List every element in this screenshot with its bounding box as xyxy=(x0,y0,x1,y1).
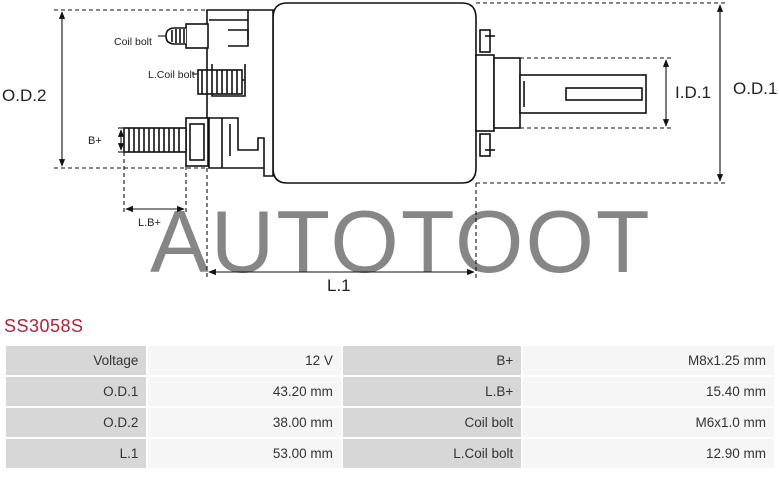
table-row: Voltage 12 V B+ M8x1.25 mm xyxy=(6,346,774,375)
solenoid-outline xyxy=(123,2,647,184)
spec-key: L.Coil bolt xyxy=(342,439,522,468)
spec-value: 12.90 mm xyxy=(523,439,774,468)
label-od1: O.D.1 xyxy=(733,79,777,98)
spec-key: L.1 xyxy=(6,439,147,468)
spec-key: Voltage xyxy=(6,346,147,375)
specifications-table: Voltage 12 V B+ M8x1.25 mm O.D.1 43.20 m… xyxy=(4,344,776,470)
spec-key: O.D.2 xyxy=(6,408,147,437)
solenoid-technical-drawing: AUTOTOOT xyxy=(2,2,777,295)
spec-value: M6x1.0 mm xyxy=(523,408,774,437)
label-l-coil-bolt: L.Coil bolt xyxy=(148,69,195,81)
spec-key: L.B+ xyxy=(342,377,522,406)
spec-value: 38.00 mm xyxy=(148,408,341,437)
watermark: AUTOTOOT xyxy=(150,192,652,291)
dimension-lines xyxy=(54,2,726,278)
part-code: SS3058S xyxy=(4,316,84,336)
table-row: O.D.1 43.20 mm L.B+ 15.40 mm xyxy=(6,377,774,406)
spec-value: 53.00 mm xyxy=(148,439,341,468)
spec-value: 15.40 mm xyxy=(523,377,774,406)
table-row: L.1 53.00 mm L.Coil bolt 12.90 mm xyxy=(6,439,774,468)
label-b-plus: B+ xyxy=(88,135,102,147)
spec-key: Coil bolt xyxy=(342,408,522,437)
spec-key: B+ xyxy=(342,346,522,375)
spec-key: O.D.1 xyxy=(6,377,147,406)
label-coil-bolt: Coil bolt xyxy=(114,36,152,48)
spec-value: 43.20 mm xyxy=(148,377,341,406)
spec-value: M8x1.25 mm xyxy=(523,346,774,375)
label-od2: O.D.2 xyxy=(2,86,46,105)
label-l-b-plus: L.B+ xyxy=(138,217,161,229)
label-id1: I.D.1 xyxy=(675,83,711,102)
label-l1: L.1 xyxy=(327,276,351,295)
table-row: O.D.2 38.00 mm Coil bolt M6x1.0 mm xyxy=(6,408,774,437)
spec-value: 12 V xyxy=(148,346,341,375)
